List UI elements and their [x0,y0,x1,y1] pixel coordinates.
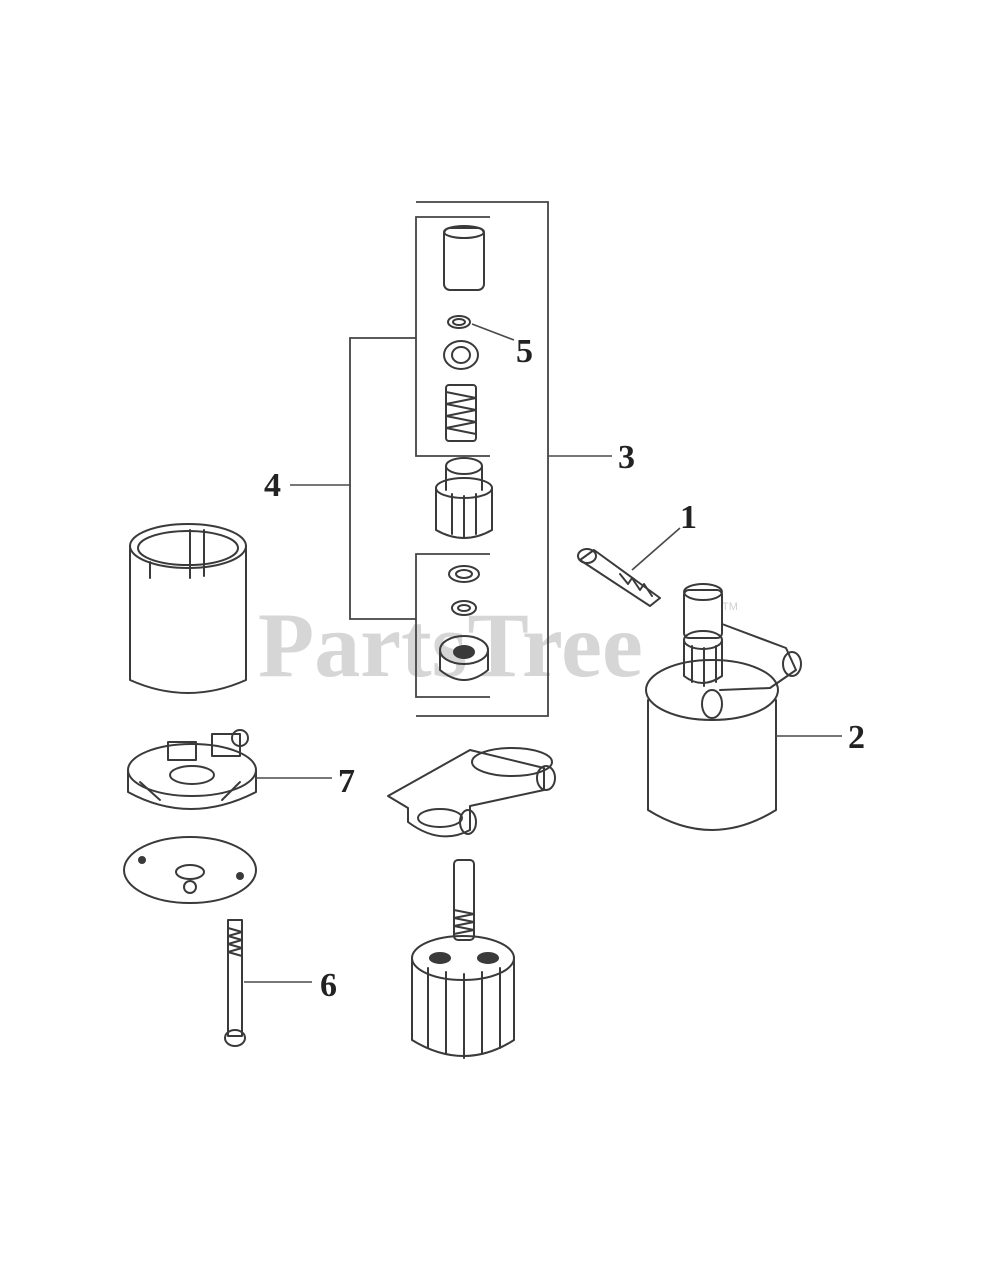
spring-part [445,384,477,442]
drive-nut-part [439,635,489,681]
starter-motor-part [645,583,802,831]
kit-brackets [349,201,549,717]
watermark-trademark: TM [722,601,738,613]
screw-part [577,548,661,607]
callout-2: 2 [848,719,865,756]
callout-6: 6 [320,967,337,1004]
callout-1: 1 [680,499,697,536]
armature-part [411,859,515,1059]
frame-housing-part [129,523,247,694]
end-plate-part [123,836,257,904]
sleeve-tube [443,225,485,291]
brush-holder-part [127,729,257,810]
drive-end-cap-part [387,747,556,838]
leader-5 [471,323,515,341]
washer-upper-part [448,565,480,583]
stop-collar-part [443,340,479,370]
callout-3: 3 [618,439,635,476]
callout-7: 7 [338,763,355,800]
leader-1 [631,527,681,571]
callout-4: 4 [264,467,281,504]
washer-lower-part [451,600,477,616]
pinion-gear-part [435,457,493,539]
retaining-ring-part [447,315,471,329]
through-bolt-part [224,919,246,1047]
callout-5: 5 [516,333,533,370]
watermark-text: PartsTree [258,594,643,696]
